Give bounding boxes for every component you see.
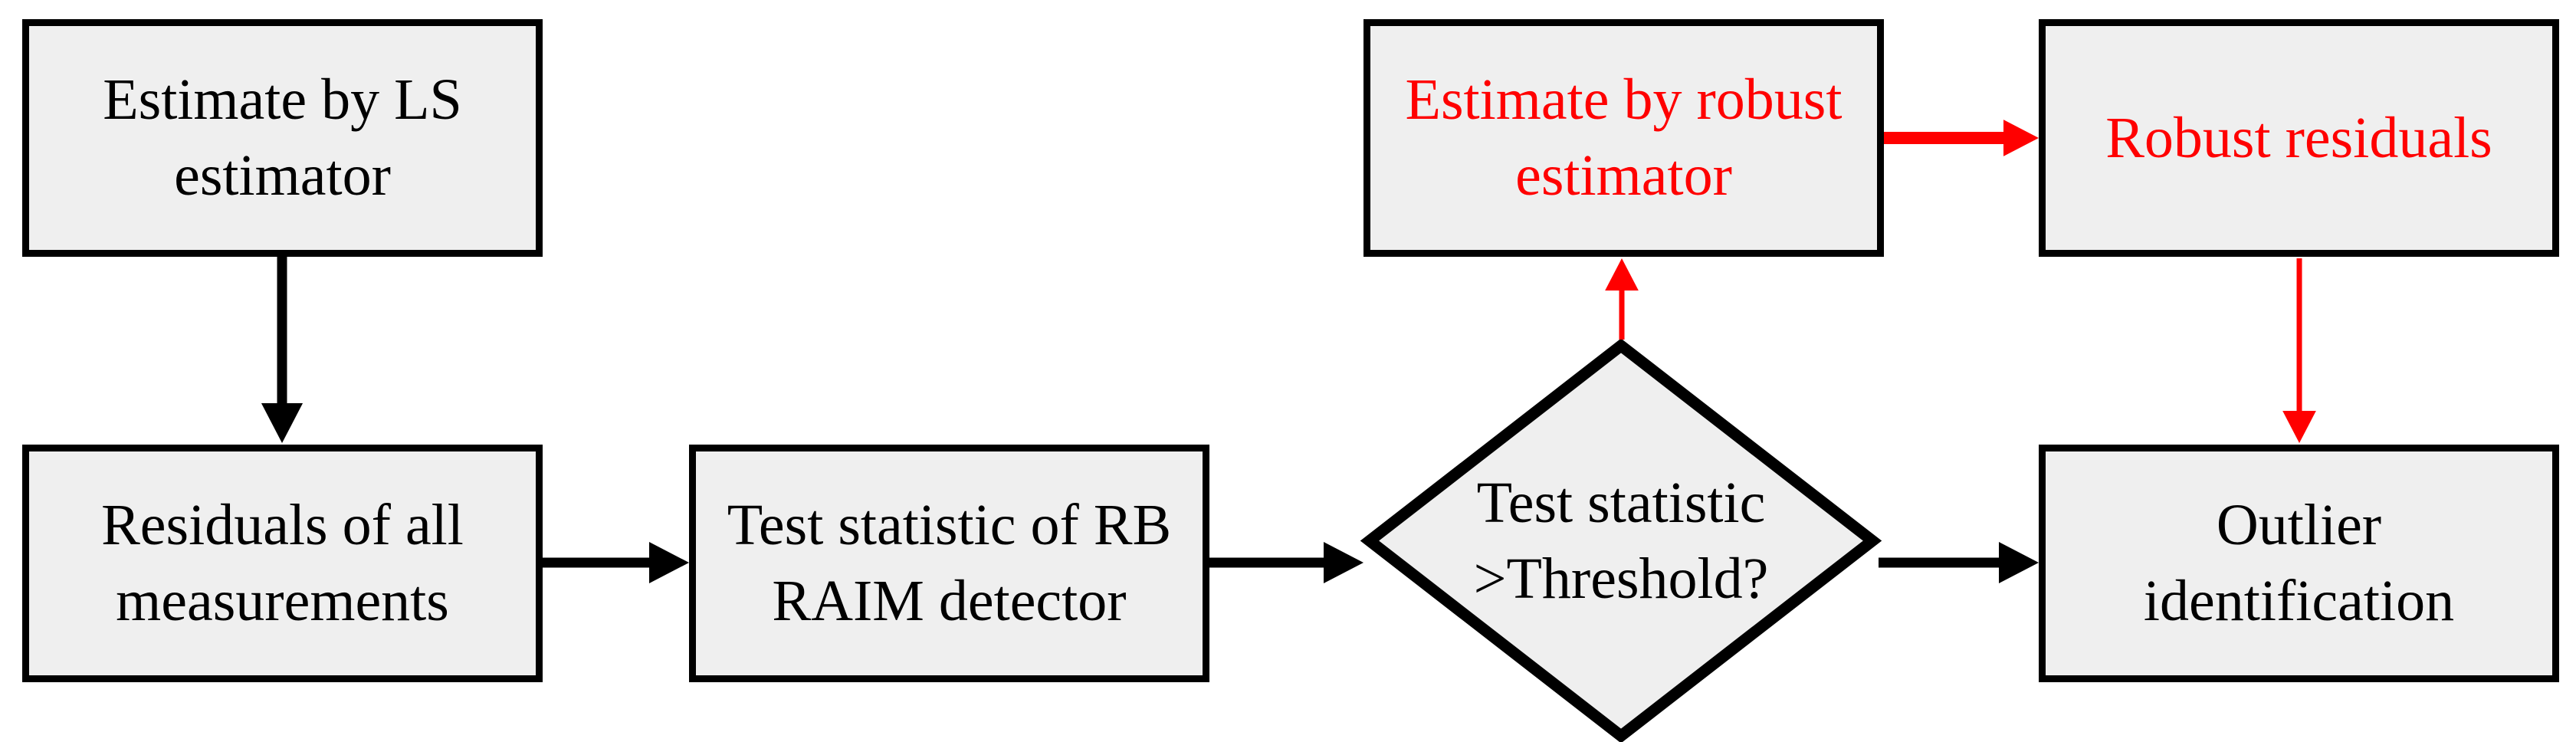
edge-decision-to-outlier — [1879, 541, 2039, 584]
node-robust-residuals[interactable]: Robust residuals — [2039, 19, 2559, 257]
node-estimate-by-robust-estimator[interactable]: Estimate by robust estimator — [1363, 19, 1884, 257]
node-test-statistic-of-rb-raim-detector[interactable]: Test statistic of RB RAIM detector — [689, 445, 1209, 682]
edge-residuals-to-detector — [543, 541, 689, 584]
edge-robust-residuals-to-outlier — [2282, 258, 2316, 443]
node-residuals-of-all-measurements[interactable]: Residuals of all measurements — [22, 445, 543, 682]
node-estimate-by-ls-estimator[interactable]: Estimate by LS estimator — [22, 19, 543, 257]
edge-detector-to-decision — [1209, 541, 1363, 584]
edge-ls-to-residuals — [261, 257, 304, 443]
node-outlier-identification[interactable]: Outlier identification — [2039, 445, 2559, 682]
edge-decision-to-robust-estimator — [1605, 258, 1639, 340]
node-test-statistic-greater-than-threshold[interactable]: Test statistic >Threshold? — [1360, 338, 1882, 742]
decision-diamond-shape — [1360, 338, 1882, 742]
edge-robust-estimator-to-robust-residuals — [1884, 120, 2039, 156]
